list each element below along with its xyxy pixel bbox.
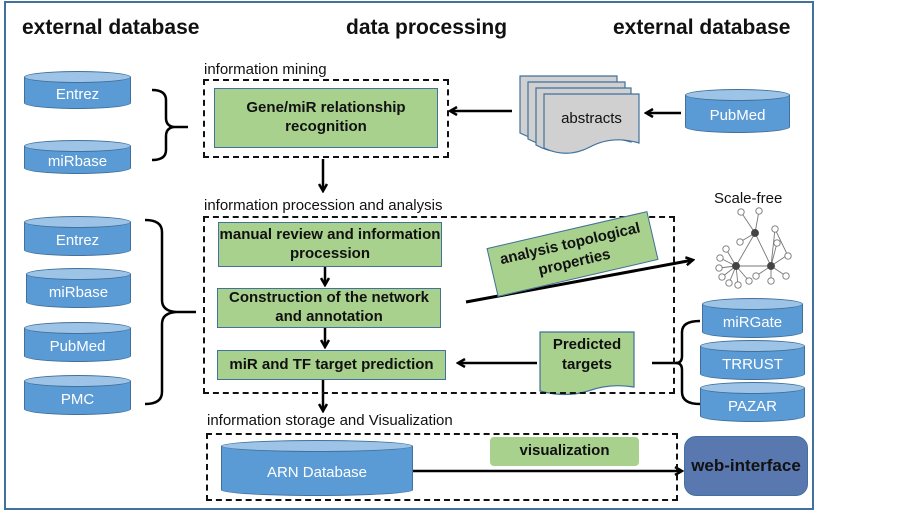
db-label: PMC <box>60 390 95 408</box>
section-label-processing: information procession and analysis <box>204 197 443 214</box>
db-trrust[interactable]: TRRUST <box>700 340 805 380</box>
db-label: Entrez <box>55 85 100 103</box>
db-arn-database[interactable]: ARN Database <box>221 440 413 496</box>
db-pmc[interactable]: PMC <box>24 375 131 415</box>
db-label: miRGate <box>722 313 783 331</box>
abstracts-label: abstracts <box>561 110 622 127</box>
section-label-storage: information storage and Visualization <box>207 412 453 429</box>
db-label: Entrez <box>55 231 100 249</box>
heading-data-processing: data processing <box>346 16 508 39</box>
scale-free-network-icon <box>715 207 792 289</box>
network-construction-box[interactable]: Construction of the network and annotati… <box>217 288 441 328</box>
db-mirgate[interactable]: miRGate <box>702 298 803 338</box>
bracket-mining-left <box>151 88 175 162</box>
mining-dashed-group <box>203 79 449 158</box>
manual-review-box[interactable]: manual review and information procession <box>218 222 442 267</box>
db-label: PubMed <box>709 106 766 124</box>
db-entrez-mining[interactable]: Entrez <box>24 71 131 109</box>
processing-dashed-group <box>203 216 675 394</box>
db-mirbase[interactable]: miRbase <box>26 268 131 308</box>
target-prediction-box[interactable]: miR and TF target prediction <box>217 350 446 380</box>
visualization-box[interactable]: visualization <box>490 437 639 466</box>
db-label: PubMed <box>49 337 106 355</box>
heading-external-database-left: external database <box>22 16 200 39</box>
db-entrez[interactable]: Entrez <box>24 216 131 256</box>
heading-external-database-right: external database <box>613 16 791 39</box>
db-label: PAZAR <box>728 397 777 415</box>
scale-free-label: Scale-free <box>714 190 783 207</box>
section-label-mining: information mining <box>204 61 327 78</box>
db-label: miRbase <box>47 152 108 170</box>
db-pubmed-source[interactable]: PubMed <box>685 89 790 133</box>
db-label: miRbase <box>48 283 109 301</box>
diagram-frame <box>4 1 814 510</box>
storage-dashed-group <box>206 433 678 501</box>
db-label: TRRUST <box>722 355 783 373</box>
db-pubmed[interactable]: PubMed <box>24 322 131 362</box>
web-interface-box[interactable]: web-interface <box>684 436 808 496</box>
abstracts-document-icon <box>519 75 640 154</box>
gene-mir-recognition-box[interactable]: Gene/miR relationship recognition <box>214 88 438 148</box>
predicted-targets-label: Predicted targets <box>552 336 622 373</box>
db-mirbase-mining[interactable]: miRbase <box>24 140 131 174</box>
bracket-processing-left <box>144 218 177 406</box>
db-label: ARN Database <box>266 463 368 481</box>
db-pazar[interactable]: PAZAR <box>700 382 805 422</box>
